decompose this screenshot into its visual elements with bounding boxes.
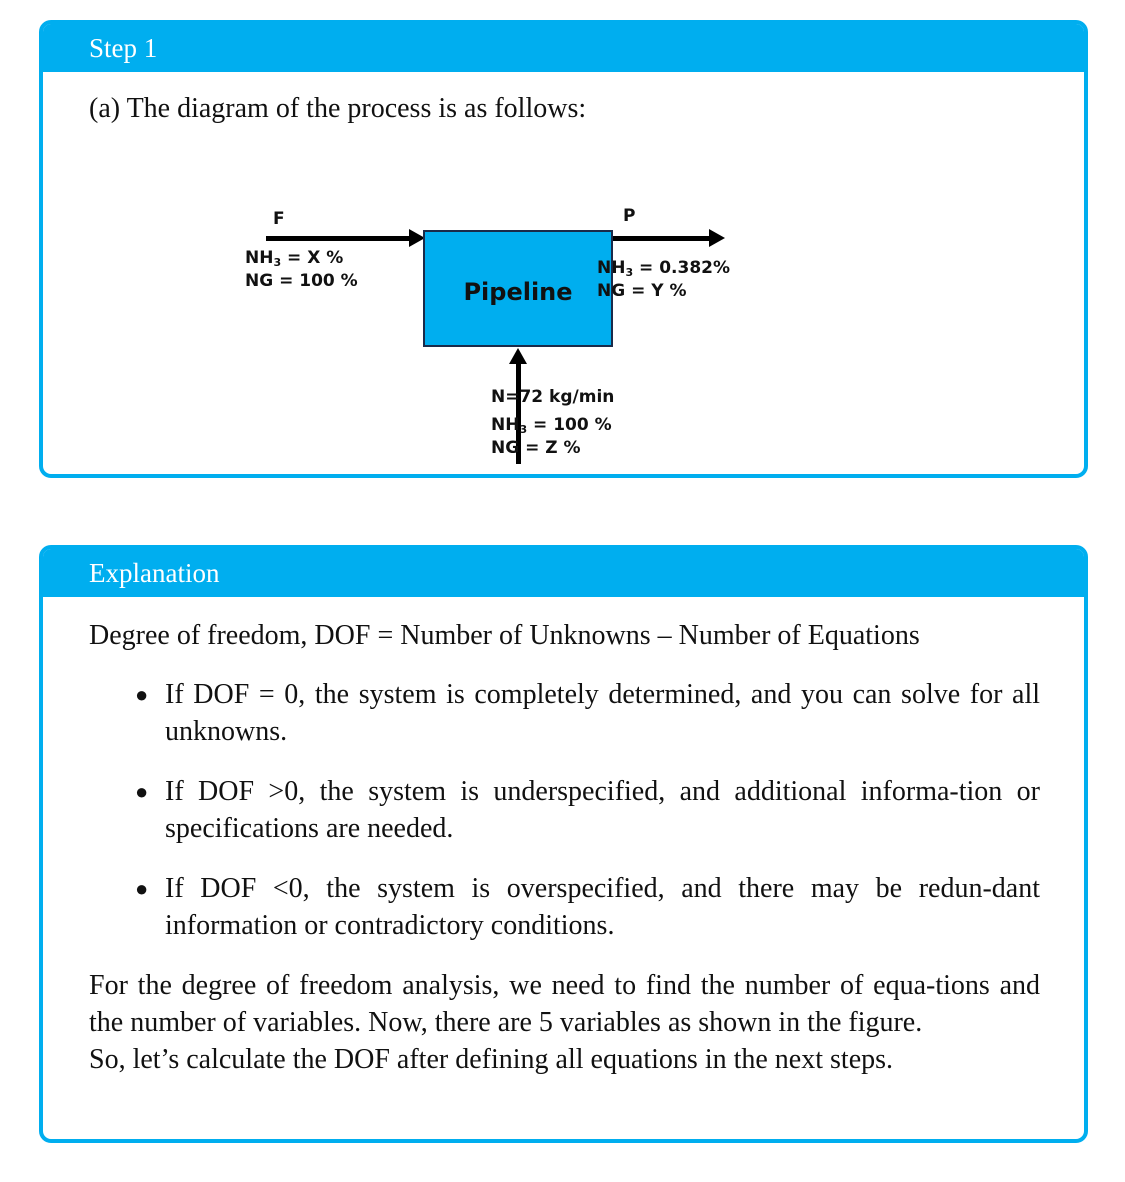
list-item: ●If DOF <0, the system is overspecified,…	[135, 870, 1040, 944]
nitrogen-flow: N=72 kg/min	[491, 387, 615, 407]
step1-intro: (a) The diagram of the process is as fol…	[89, 93, 587, 124]
step1-body: (a) The diagram of the process is as fol…	[43, 90, 1084, 474]
feed-ng: NG = 100 %	[245, 271, 358, 291]
list-item: ●If DOF = 0, the system is completely de…	[135, 676, 1040, 750]
bullet-icon: ●	[135, 682, 149, 707]
step1-header: Step 1	[43, 24, 1084, 72]
feed-arrow	[266, 229, 425, 247]
explanation-card: Explanation Degree of freedom, DOF = Num…	[39, 545, 1088, 1143]
feed-label: F	[273, 209, 285, 229]
step1-card: Step 1 (a) The diagram of the process is…	[39, 20, 1088, 478]
product-arrow	[613, 229, 725, 247]
nitrogen-nh3: NH3 = 100 %	[491, 415, 612, 436]
dof-analysis-paragraph: For the degree of freedom analysis, we n…	[89, 970, 1040, 1038]
explanation-body: Degree of freedom, DOF = Number of Unkno…	[43, 617, 1084, 1078]
bullet-icon: ●	[135, 779, 149, 804]
closing-line: So, let’s calculate the DOF after defini…	[89, 1044, 894, 1075]
bullet-icon: ●	[135, 876, 149, 901]
nitrogen-ng: NG = Z %	[491, 438, 581, 458]
product-nh3: NH3 = 0.382%	[597, 258, 731, 279]
pipeline-unit: Pipeline	[423, 230, 613, 347]
product-label: P	[623, 206, 636, 226]
product-ng: NG = Y %	[597, 281, 687, 301]
explanation-header: Explanation	[43, 549, 1084, 597]
process-diagram: F NH3 = X % NG = 100 % Pipeline P NH3 = …	[43, 90, 1084, 474]
list-item: ●If DOF >0, the system is underspecified…	[135, 773, 1040, 847]
dof-definition: Degree of freedom, DOF = Number of Unkno…	[89, 620, 920, 651]
nitrogen-arrow	[509, 348, 527, 464]
dof-cases-list: ●If DOF = 0, the system is completely de…	[89, 676, 1040, 944]
feed-nh3: NH3 = X %	[245, 248, 344, 269]
pipeline-label: Pipeline	[463, 278, 573, 306]
